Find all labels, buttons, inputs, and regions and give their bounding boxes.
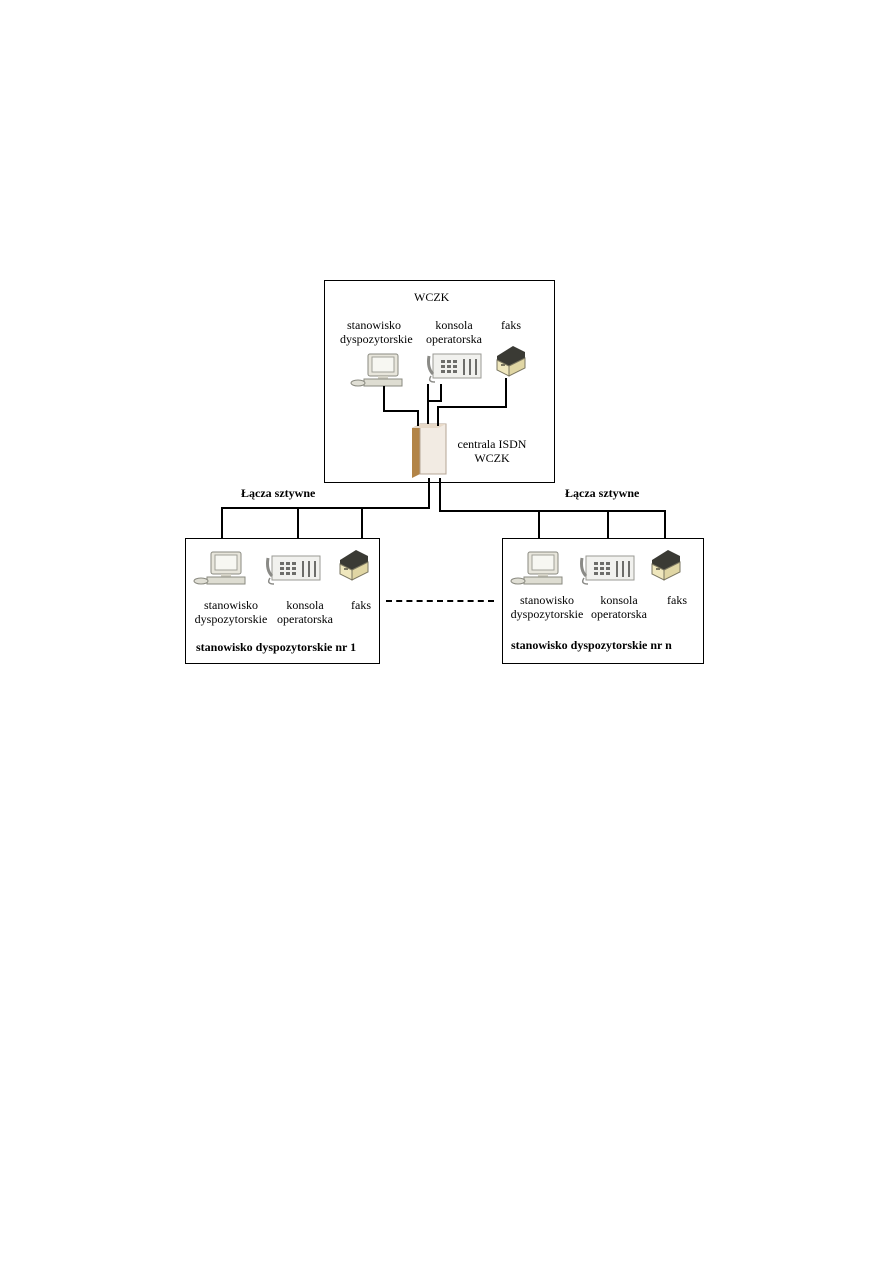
right-drop-fax <box>664 510 666 549</box>
computer-icon <box>350 353 403 387</box>
remoten-workstation-label: stanowisko dyspozytorskie <box>510 593 584 621</box>
wire-workstation-across <box>383 410 419 412</box>
trunk-right-down <box>439 478 441 512</box>
left-drop-workstation <box>221 507 223 555</box>
remoten-console-label: konsola operatorska <box>591 593 647 621</box>
remote1-console-label: konsola operatorska <box>277 598 333 626</box>
wire-workstation-down <box>383 386 385 412</box>
central-workstation-label: stanowisko dyspozytorskie <box>340 318 413 346</box>
right-drop-workstation <box>538 510 540 555</box>
right-links-label: Łącza sztywne <box>565 486 640 500</box>
fax-icon <box>339 550 369 581</box>
trunk-left-down <box>428 478 430 509</box>
fax-icon <box>651 550 681 581</box>
wire-fax-across <box>437 406 507 408</box>
central-site-title: WCZK <box>414 290 450 304</box>
remoten-fax-label: faks <box>667 593 687 607</box>
computer-icon <box>193 551 246 585</box>
wire-fax-to-pbx <box>437 406 439 426</box>
fax-icon <box>496 346 526 377</box>
computer-icon <box>510 551 563 585</box>
remote1-caption: stanowisko dyspozytorskie nr 1 <box>196 640 357 654</box>
right-drop-console <box>607 510 609 553</box>
trunk-right-horizontal <box>439 510 666 512</box>
phone-console-icon <box>427 353 482 383</box>
wire-fax-down <box>505 378 507 408</box>
wire-console-across <box>427 400 441 402</box>
remote1-fax-label: faks <box>351 598 371 612</box>
sites-ellipsis-dashes <box>386 600 494 602</box>
trunk-left-horizontal <box>221 507 430 509</box>
pbx-label: centrala ISDN WCZK <box>457 437 527 465</box>
left-drop-console <box>297 507 299 553</box>
pbx-server-icon <box>412 423 447 478</box>
remoten-caption: stanowisko dyspozytorskie nr n <box>511 638 672 652</box>
remote1-workstation-label: stanowisko dyspozytorskie <box>194 598 268 626</box>
phone-console-icon <box>580 555 635 585</box>
phone-console-icon <box>266 555 321 585</box>
wire-console-link <box>440 384 442 402</box>
wire-console-down <box>427 384 429 424</box>
central-console-label: konsola operatorska <box>426 318 482 346</box>
central-fax-label: faks <box>501 318 521 332</box>
wire-workstation-to-pbx <box>417 410 419 426</box>
left-drop-fax <box>361 507 363 549</box>
left-links-label: Łącza sztywne <box>241 486 316 500</box>
